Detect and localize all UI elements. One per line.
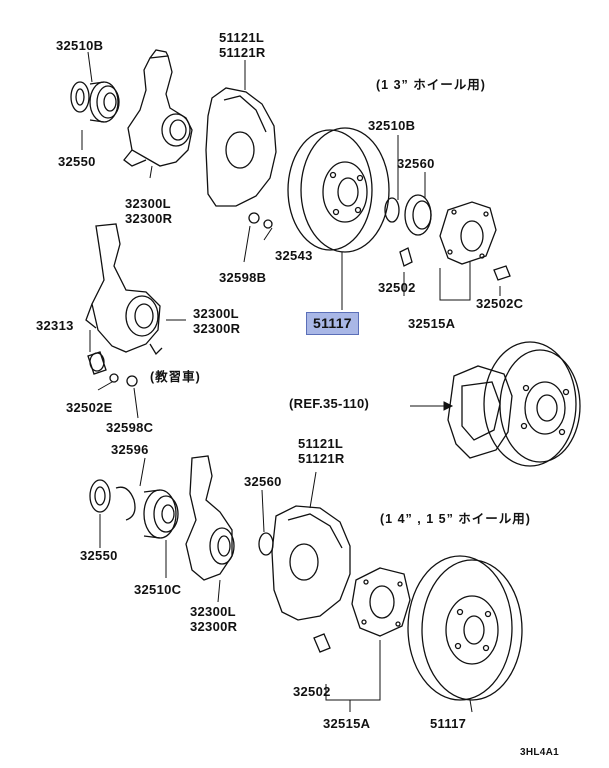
label-51117-bottom: 51117 bbox=[430, 716, 467, 731]
label-32560-top: 32560 bbox=[397, 156, 435, 171]
caliper-rotor-assembly-part bbox=[447, 341, 581, 467]
knuckle-32300-top-part bbox=[123, 49, 193, 167]
label-51117-highlighted[interactable]: 51117 bbox=[306, 312, 359, 335]
label-32510c: 32510C bbox=[134, 582, 182, 597]
leader-lines bbox=[81, 51, 501, 713]
label-51121-top: 51121L 51121R bbox=[219, 30, 266, 60]
bearing-32550-bottom-part bbox=[89, 479, 179, 539]
bearing-32510b-part bbox=[70, 81, 120, 123]
label-32502-mid: 32502 bbox=[378, 280, 416, 295]
label-32550-bottom: 32550 bbox=[80, 548, 118, 563]
label-32596: 32596 bbox=[111, 442, 149, 457]
label-32300-mid: 32300L 32300R bbox=[193, 306, 241, 336]
label-training-car: (教習車) bbox=[150, 370, 201, 384]
brake-rotor-bottom-part bbox=[407, 555, 523, 701]
ref-link[interactable]: (REF.35-110) bbox=[289, 396, 370, 411]
label-32502e: 32502E bbox=[66, 400, 113, 415]
label-51121-bottom: 51121L 51121R bbox=[298, 436, 345, 466]
label-1415-wheel: (1 4” , 1 5” ホイール用) bbox=[380, 512, 531, 526]
label-32300-top: 32300L 32300R bbox=[125, 196, 173, 226]
label-32560-bottom: 32560 bbox=[244, 474, 282, 489]
dust-shield-bottom-part bbox=[271, 505, 351, 621]
label-32515a-top: 32515A bbox=[408, 316, 456, 331]
label-32550-top: 32550 bbox=[58, 154, 96, 169]
knuckle-32300-mid-part bbox=[85, 223, 163, 356]
diagram-code: 3HL4A1 bbox=[520, 747, 560, 758]
bearing-hub-top-part bbox=[384, 194, 511, 281]
label-32502c: 32502C bbox=[476, 296, 524, 311]
label-32598b: 32598B bbox=[219, 270, 267, 285]
label-32510b-top: 32510B bbox=[56, 38, 104, 53]
hub-32515a-bottom-part bbox=[313, 567, 411, 653]
label-32598c: 32598C bbox=[106, 420, 154, 435]
label-13-wheel: (1 3” ホイール用) bbox=[376, 78, 486, 92]
label-32543: 32543 bbox=[275, 248, 313, 263]
label-32515a-bottom: 32515A bbox=[323, 716, 371, 731]
label-32510b-right: 32510B bbox=[368, 118, 416, 133]
bushing-32313-part bbox=[87, 351, 138, 387]
label-32502-bottom: 32502 bbox=[293, 684, 331, 699]
brake-rotor-top-part bbox=[287, 127, 390, 253]
label-32300-bottom: 32300L 32300R bbox=[190, 604, 238, 634]
dust-shield-top-part bbox=[205, 87, 277, 229]
label-32313: 32313 bbox=[36, 318, 74, 333]
